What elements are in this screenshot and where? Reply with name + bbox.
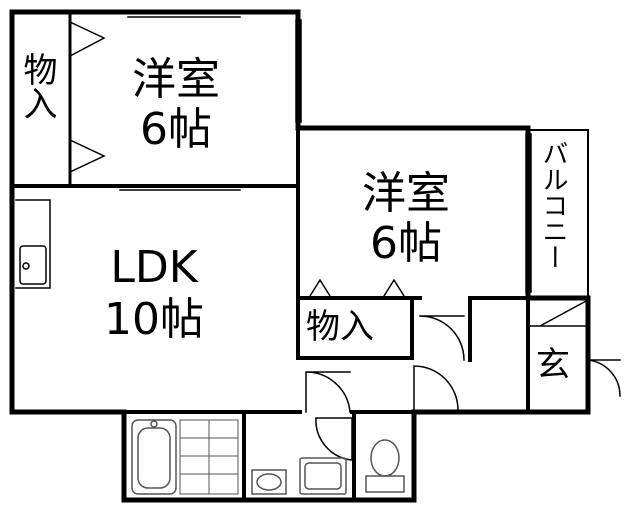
interior-walls (10, 126, 530, 502)
room-name: 洋室 (362, 168, 450, 219)
washing-machine-pan (299, 457, 347, 495)
balcony-label: バルコニー (538, 140, 568, 270)
room-western-right: 洋室 6帖 (362, 172, 450, 266)
closet-top-label: 物入 (17, 52, 57, 120)
kitchen-counter (15, 199, 51, 289)
door-swings (305, 315, 621, 461)
toilet (365, 439, 405, 493)
washbasin (251, 469, 287, 495)
room-size: 6帖 (140, 104, 212, 155)
room-name: LDK (110, 242, 198, 293)
closet-middle-label: 物入 (306, 307, 374, 347)
windows (119, 11, 532, 293)
entrance-step (527, 298, 590, 328)
room-ldk: LDK 10帖 (104, 246, 204, 342)
room-western-top: 洋室 6帖 (132, 58, 220, 152)
closet-top-doors (68, 21, 106, 173)
bath-floor-grid (179, 419, 239, 495)
closet-middle-doors (308, 278, 406, 298)
entrance-label: 玄 (536, 345, 570, 385)
room-size: 6帖 (370, 218, 442, 269)
room-size: 10帖 (104, 294, 204, 345)
outer-walls (9, 9, 591, 503)
room-name: 洋室 (132, 54, 220, 105)
balcony-outline (527, 129, 589, 299)
bathtub (131, 419, 177, 495)
